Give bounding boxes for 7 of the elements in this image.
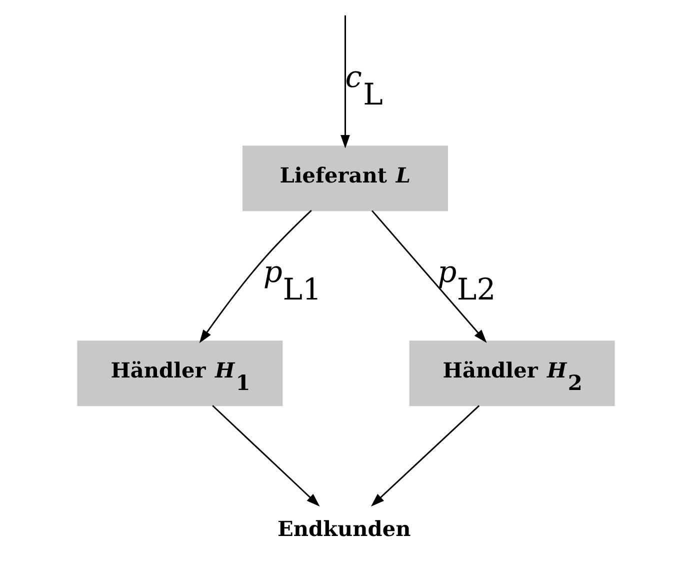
node-text: Endkunden (278, 516, 411, 542)
node-box: Lieferant L (242, 146, 448, 212)
arrow (199, 210, 312, 344)
arrow (370, 405, 480, 506)
arrow (371, 210, 487, 343)
arrow (340, 15, 350, 148)
arrow (212, 405, 320, 507)
